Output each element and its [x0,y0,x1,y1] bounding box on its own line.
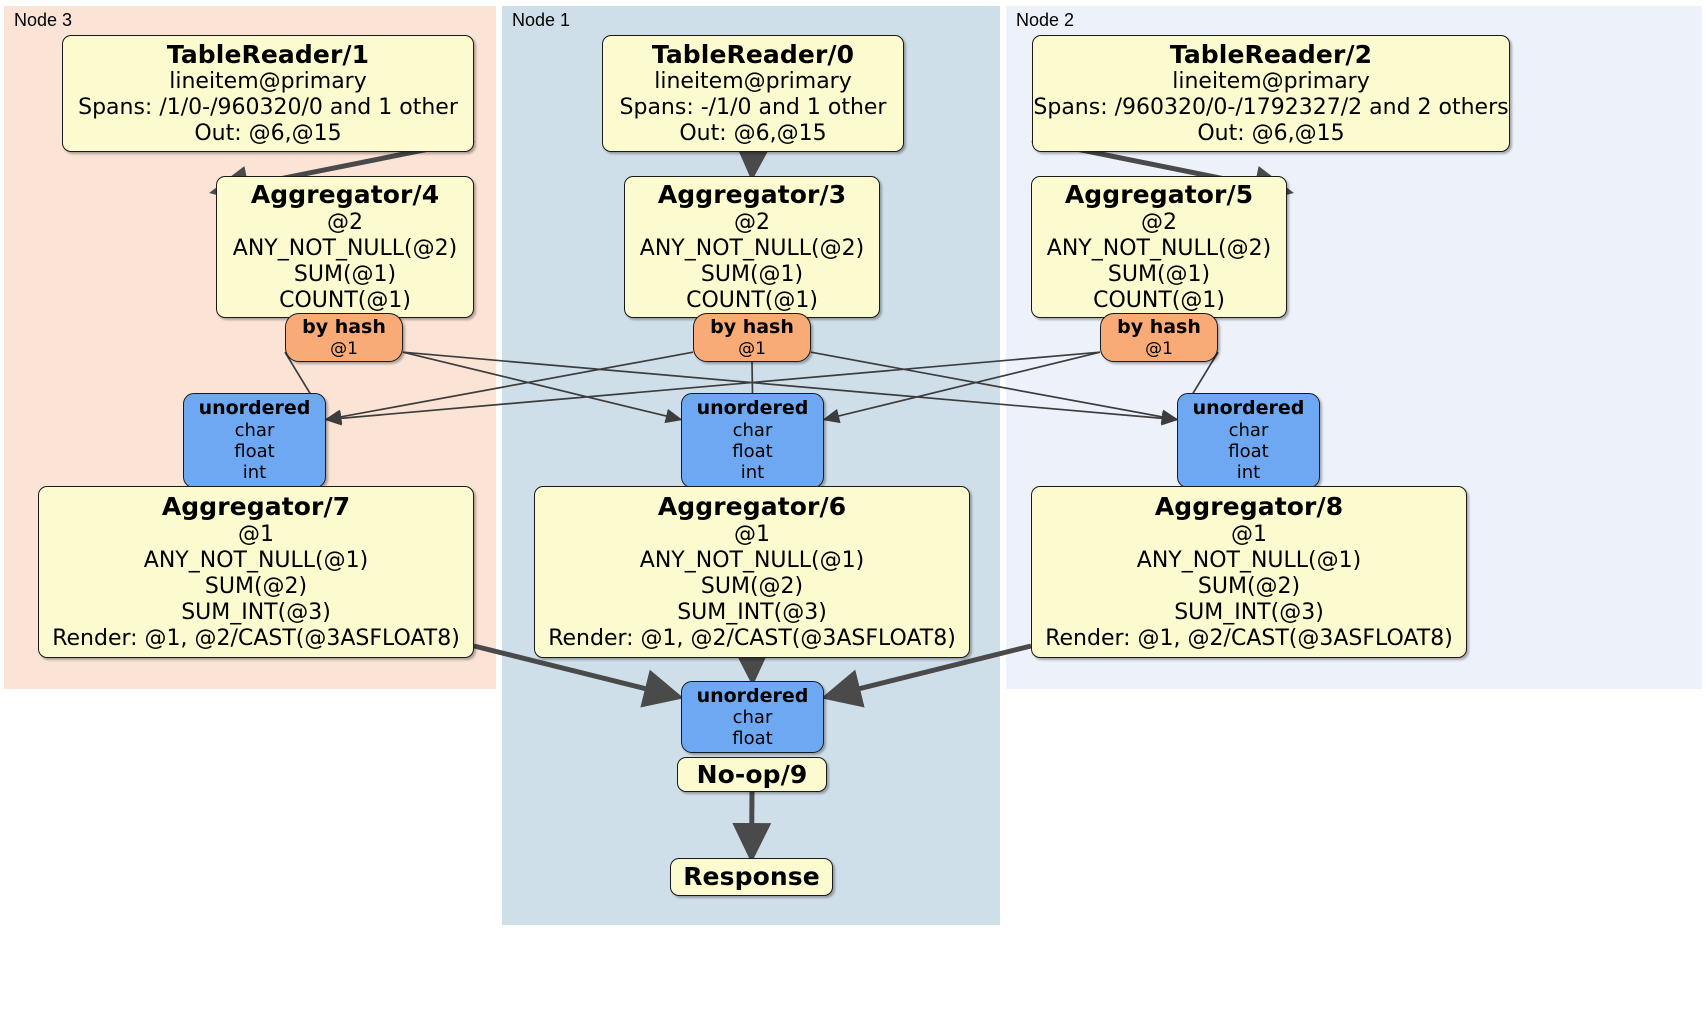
router-box-hash4[interactable]: by hash@1 [285,313,403,362]
box-title: Aggregator/7 [161,492,351,522]
box-title: by hash [710,316,794,339]
box-title: Aggregator/5 [1064,180,1254,210]
box-detail-line: @1 [734,521,770,547]
box-detail-line: Out: @6,@15 [679,121,827,147]
box-detail-line: COUNT(@1) [279,287,411,313]
box-detail-line: COUNT(@1) [686,287,818,313]
box-detail-line: Out: @6,@15 [1197,121,1345,147]
box-detail-line: SUM_INT(@3) [677,599,827,625]
box-detail-line: SUM(@1) [1107,261,1211,287]
box-detail-line: @2 [734,209,770,235]
box-detail-line: SUM_INT(@3) [1174,599,1324,625]
box-detail-line: char [732,419,773,441]
box-detail-line: ANY_NOT_NULL(@1) [639,547,865,573]
box-detail-line: char [732,706,773,728]
box-detail-line: ANY_NOT_NULL(@1) [143,547,369,573]
box-title: unordered [1192,397,1305,420]
box-detail-line: @2 [327,209,363,235]
node-panel-label-node1: Node 1 [512,10,571,30]
box-title: TableReader/1 [166,39,370,69]
box-detail-line: Render: @1, @2/CAST(@3ASFLOAT8) [52,625,460,651]
box-detail-line: float [234,441,275,463]
box-detail-line: SUM(@2) [700,573,804,599]
box-detail-line: @1 [1145,338,1173,359]
box-detail-line: char [1228,419,1269,441]
box-title: Aggregator/3 [657,180,847,210]
box-detail-line: lineitem@primary [654,69,852,95]
box-title: by hash [302,316,386,339]
box-detail-line: @1 [238,521,274,547]
box-detail-line: Spans: /1/0-/960320/0 and 1 other [78,95,458,121]
box-detail-line: int [740,462,765,484]
box-title: TableReader/0 [651,39,855,69]
processor-box-noop9[interactable]: No-op/9 [677,757,827,792]
box-title: Aggregator/6 [657,492,847,522]
box-detail-line: float [732,728,773,750]
box-detail-line: Render: @1, @2/CAST(@3ASFLOAT8) [548,625,956,651]
box-title: TableReader/2 [1169,39,1373,69]
box-detail-line: lineitem@primary [169,69,367,95]
box-detail-line: lineitem@primary [1172,69,1370,95]
box-detail-line: Spans: /960320/0-/1792327/2 and 2 others [1033,95,1509,121]
box-detail-line: @2 [1141,209,1177,235]
node-panel-label-node2: Node 2 [1016,10,1075,30]
box-detail-line: Spans: -/1/0 and 1 other [619,95,887,121]
router-box-hash5[interactable]: by hash@1 [1100,313,1218,362]
box-detail-line: SUM(@1) [700,261,804,287]
box-detail-line: float [732,441,773,463]
box-title: unordered [696,397,809,420]
box-detail-line: ANY_NOT_NULL(@2) [232,235,458,261]
box-title: Aggregator/4 [250,180,440,210]
box-detail-line: float [1228,441,1269,463]
box-detail-line: SUM(@2) [1197,573,1301,599]
box-detail-line: ANY_NOT_NULL(@2) [639,235,865,261]
box-detail-line: char [234,419,275,441]
box-detail-line: int [242,462,267,484]
box-detail-line: ANY_NOT_NULL(@2) [1046,235,1272,261]
box-detail-line: SUM(@2) [204,573,308,599]
box-detail-line: COUNT(@1) [1093,287,1225,313]
box-detail-line: Out: @6,@15 [194,121,342,147]
box-title: Response [683,862,820,892]
processor-box-response[interactable]: Response [670,858,833,896]
node-panel-label-node3: Node 3 [14,10,73,30]
box-title: by hash [1117,316,1201,339]
box-detail-line: @1 [738,338,766,359]
box-detail-line: Render: @1, @2/CAST(@3ASFLOAT8) [1045,625,1453,651]
box-detail-line: @1 [1231,521,1267,547]
box-detail-line: SUM(@1) [293,261,397,287]
box-title: unordered [696,684,809,707]
box-detail-line: int [1236,462,1261,484]
router-box-hash3[interactable]: by hash@1 [693,313,811,362]
box-detail-line: ANY_NOT_NULL(@1) [1136,547,1362,573]
box-title: No-op/9 [696,759,808,789]
box-title: unordered [198,397,311,420]
box-title: Aggregator/8 [1154,492,1344,522]
box-detail-line: @1 [330,338,358,359]
box-detail-line: SUM_INT(@3) [181,599,331,625]
